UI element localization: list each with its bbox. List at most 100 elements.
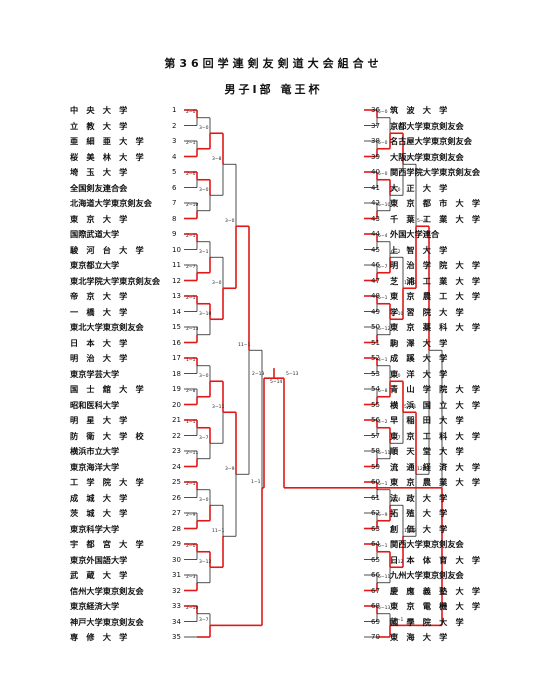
- right-team-48: 東 京 農 工 大 学: [390, 291, 481, 301]
- right-team-47: 芝 浦 工 業 大 学: [390, 275, 481, 286]
- left-match-score: 2−3: [186, 575, 196, 581]
- left-team-4: 桜 美 林 大 学: [70, 151, 144, 162]
- right-match-score: 10−2: [404, 280, 417, 286]
- right-match-score: 5−12: [378, 327, 391, 333]
- right-team-59: 流 通 経 済 大 学: [390, 461, 481, 472]
- right-team-number-54: 54: [371, 385, 380, 393]
- right-match-score: 5−1: [378, 296, 388, 302]
- right-team-56: 早 稲 田 大 学: [390, 415, 464, 425]
- left-team-15: 東北大学東京剣友会: [70, 322, 144, 332]
- left-team-32: 信州大学東京剣友会: [70, 585, 144, 596]
- left-match-score: 3−7: [199, 617, 209, 623]
- left-match-score: 2−0: [186, 544, 196, 550]
- right-match-score: 5−8: [378, 389, 388, 395]
- right-team-number-52: 52: [371, 354, 380, 362]
- left-match-score: 3−0: [199, 187, 209, 193]
- right-team-number-65: 65: [371, 555, 380, 564]
- left-match-score: 1−1: [186, 420, 196, 426]
- left-team-number-33: 33: [172, 602, 181, 610]
- right-team-53: 東 洋 大 学: [390, 368, 448, 379]
- left-team-24: 東京海洋大学: [70, 461, 120, 472]
- left-team-35: 専 修 大 学: [70, 632, 128, 642]
- left-match-score: 3−11: [212, 404, 225, 410]
- left-team-9: 国際武道大学: [70, 229, 120, 239]
- right-team-43: 千 葉 工 業 大 学: [390, 213, 481, 224]
- right-team-number-53: 53: [371, 369, 380, 378]
- right-team-50: 東 京 薬 科 大 学: [390, 322, 481, 332]
- left-match-score: 2−1: [186, 141, 196, 147]
- left-team-20: 昭和医科大学: [70, 399, 120, 410]
- right-match-score: 12−2: [404, 528, 417, 534]
- left-team-number-22: 22: [172, 431, 181, 440]
- right-team-number-69: 69: [371, 617, 380, 626]
- left-team-number-7: 7: [172, 199, 177, 207]
- right-team-number-36: 36: [371, 106, 380, 114]
- left-team-17: 明 治 大 学: [70, 353, 128, 363]
- left-match-score: 3−8: [212, 156, 222, 162]
- right-team-number-62: 62: [371, 509, 380, 517]
- right-team-54: 青 山 学 院 大 学: [390, 384, 481, 394]
- right-team-number-48: 48: [371, 292, 380, 300]
- left-match-score: 2−13: [186, 327, 199, 333]
- left-match-score: 1−1: [186, 358, 196, 364]
- left-team-6: 全国剣友連合会: [70, 182, 128, 193]
- right-team-number-44: 44: [371, 230, 380, 238]
- right-team-70: 東 海 大 学: [390, 632, 448, 642]
- left-team-number-16: 16: [172, 338, 181, 347]
- left-team-8: 東 京 大 学: [70, 213, 128, 224]
- left-team-number-15: 15: [172, 323, 181, 331]
- left-team-number-13: 13: [172, 292, 181, 300]
- right-team-39: 大阪大学東京剣友会: [390, 151, 464, 162]
- right-team-55: 横 浜 国 立 大 学: [390, 399, 481, 410]
- left-team-5: 埼 玉 大 学: [70, 167, 128, 177]
- right-team-37: 京都大学東京剣友会: [390, 120, 464, 131]
- right-match-score: 6−11: [378, 575, 391, 581]
- left-match-score: 3−9: [225, 466, 235, 472]
- right-match-score: 5−11: [404, 404, 417, 410]
- right-match-score: 5−9: [378, 513, 388, 519]
- final-score: 2−13: [252, 372, 265, 378]
- left-team-number-23: 23: [172, 447, 181, 455]
- right-team-41: 大 正 大 学: [390, 182, 448, 193]
- right-team-number-37: 37: [371, 121, 380, 130]
- right-team-number-58: 58: [371, 447, 380, 455]
- left-match-score: 3−1: [199, 249, 209, 255]
- right-team-number-47: 47: [371, 276, 380, 285]
- right-match-score: 5−10: [378, 203, 391, 209]
- right-team-number-45: 45: [371, 245, 380, 254]
- left-team-number-4: 4: [172, 152, 177, 161]
- left-team-25: 工 学 院 大 学: [70, 477, 144, 487]
- left-team-number-24: 24: [172, 462, 181, 471]
- left-team-1: 中 央 大 学: [70, 105, 128, 115]
- right-team-52: 成 蹊 大 学: [390, 353, 448, 363]
- right-team-36: 筑 波 大 学: [390, 105, 448, 115]
- left-match-score: 3−0: [199, 497, 209, 503]
- left-match-score: 3−0: [199, 373, 209, 379]
- right-team-number-41: 41: [371, 183, 380, 192]
- right-team-40: 関西学院大学東京剣友会: [390, 167, 481, 177]
- left-team-number-1: 1: [172, 106, 177, 114]
- left-team-3: 亜 細 亜 大 学: [70, 136, 144, 146]
- right-team-66: 九州大学東京剣友会: [390, 570, 464, 580]
- right-match-score: 4−2: [378, 420, 388, 426]
- left-match-score: 3−0: [212, 280, 222, 286]
- left-match-score: 2−8: [186, 389, 196, 395]
- right-team-49: 学 習 院 大 学: [390, 306, 464, 317]
- right-match-score: 10−1: [391, 617, 404, 623]
- right-team-51: 駒 澤 大 学: [390, 337, 448, 348]
- final-score: 5−13: [286, 372, 299, 378]
- right-match-score: 6−10: [391, 311, 404, 317]
- left-match-score: 2−1: [186, 296, 196, 302]
- right-team-69: 國 學 院 大 学: [390, 616, 464, 627]
- right-team-60: 東 京 農 業 大 学: [390, 477, 481, 487]
- left-match-score: 3−0: [225, 218, 235, 224]
- right-team-61: 法 政 大 学: [390, 492, 448, 503]
- right-team-number-68: 68: [371, 602, 380, 610]
- left-team-number-26: 26: [172, 493, 181, 502]
- right-team-63: 創 価 大 学: [390, 523, 448, 534]
- left-match-score: 3−12: [199, 559, 212, 565]
- left-match-score: 2−9: [186, 513, 196, 519]
- left-team-number-17: 17: [172, 354, 181, 362]
- right-team-number-59: 59: [371, 462, 380, 471]
